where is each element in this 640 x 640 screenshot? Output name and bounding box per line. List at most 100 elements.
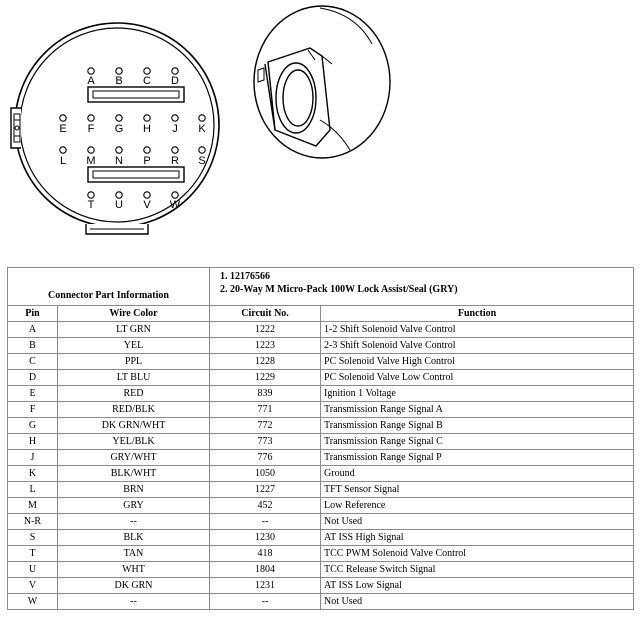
part-info-row: Connector Part Information 1. 12176566 2… xyxy=(6,267,635,306)
cell-circuit-no: 452 xyxy=(209,497,322,514)
cell-function: TFT Sensor Signal xyxy=(320,481,635,498)
cell-pin: S xyxy=(7,529,58,546)
table-row: W----Not Used xyxy=(7,593,635,610)
pin-label: K xyxy=(198,123,206,135)
cell-wire-color: LT GRN xyxy=(56,321,211,338)
cell-pin: L xyxy=(7,481,58,498)
cell-function: Transmission Range Signal C xyxy=(320,433,635,450)
pin-label: F xyxy=(88,123,95,135)
header-circuit-no: Circuit No. xyxy=(209,305,322,322)
cell-circuit-no: 771 xyxy=(209,401,322,418)
cell-pin: W xyxy=(7,593,58,610)
cell-circuit-no: 1804 xyxy=(209,561,322,578)
pin-label: W xyxy=(170,199,181,211)
cell-circuit-no: 418 xyxy=(209,545,322,562)
header-pin: Pin xyxy=(7,305,58,322)
cell-wire-color: PPL xyxy=(56,353,211,370)
cell-function: TCC PWM Solenoid Valve Control xyxy=(320,545,635,562)
cell-circuit-no: 1231 xyxy=(209,577,322,594)
cell-wire-color: YEL/BLK xyxy=(56,433,211,450)
connector-diagram: A B C D E F G H J K L M N P R S T U V W xyxy=(10,5,391,235)
cell-wire-color: GRY/WHT xyxy=(56,449,211,466)
cell-function: Ignition 1 Voltage xyxy=(320,385,635,402)
cell-pin: J xyxy=(7,449,58,466)
cell-wire-color: BLK/WHT xyxy=(56,465,211,482)
cell-pin: C xyxy=(7,353,58,370)
cell-function: PC Solenoid Valve Low Control xyxy=(320,369,635,386)
pin-labels: A B C D E F G H J K L M N P R S T U V W xyxy=(59,75,206,211)
cell-pin: M xyxy=(7,497,58,514)
pin-label: C xyxy=(143,75,151,87)
cell-wire-color: DK GRN/WHT xyxy=(56,417,211,434)
cell-circuit-no: 1223 xyxy=(209,337,322,354)
cell-function: AT ISS Low Signal xyxy=(320,577,635,594)
pin-label: D xyxy=(171,75,179,87)
cell-circuit-no: 1222 xyxy=(209,321,322,338)
cell-function: Not Used xyxy=(320,593,635,610)
cell-pin: V xyxy=(7,577,58,594)
cell-wire-color: TAN xyxy=(56,545,211,562)
cell-wire-color: BLK xyxy=(56,529,211,546)
cell-pin: K xyxy=(7,465,58,482)
cell-pin: F xyxy=(7,401,58,418)
part-info-values: 1. 12176566 2. 20-Way M Micro-Pack 100W … xyxy=(209,267,635,306)
cell-wire-color: YEL xyxy=(56,337,211,354)
pin-label: P xyxy=(143,155,150,167)
cell-function: Transmission Range Signal A xyxy=(320,401,635,418)
part-number: 1. 12176566 xyxy=(220,271,271,282)
cell-function: Transmission Range Signal P xyxy=(320,449,635,466)
cell-pin: U xyxy=(7,561,58,578)
cell-pin: N-R xyxy=(7,513,58,530)
pin-label: A xyxy=(87,75,95,87)
part-description: 2. 20-Way M Micro-Pack 100W Lock Assist/… xyxy=(220,284,458,295)
cell-circuit-no: 772 xyxy=(209,417,322,434)
pin-label: G xyxy=(115,123,124,135)
cell-wire-color: BRN xyxy=(56,481,211,498)
pin-label: B xyxy=(115,75,122,87)
cell-wire-color: RED xyxy=(56,385,211,402)
pin-label: T xyxy=(88,199,95,211)
cell-circuit-no: 1227 xyxy=(209,481,322,498)
cell-circuit-no: -- xyxy=(209,593,322,610)
part-info-label: Connector Part Information xyxy=(6,267,211,306)
cell-function: Not Used xyxy=(320,513,635,530)
pin-cavities xyxy=(59,67,206,199)
header-function: Function xyxy=(320,305,635,322)
cell-function: AT ISS High Signal xyxy=(320,529,635,546)
pin-label: H xyxy=(143,123,151,135)
table-row: N-R----Not Used xyxy=(7,513,635,530)
cell-circuit-no: 773 xyxy=(209,433,322,450)
cell-circuit-no: 1229 xyxy=(209,369,322,386)
cell-function: Transmission Range Signal B xyxy=(320,417,635,434)
pin-label: S xyxy=(198,155,205,167)
pin-label: E xyxy=(59,123,66,135)
cell-wire-color: DK GRN xyxy=(56,577,211,594)
pin-label: V xyxy=(143,199,151,211)
pin-label: M xyxy=(86,155,95,167)
cell-wire-color: LT BLU xyxy=(56,369,211,386)
cell-pin: H xyxy=(7,433,58,450)
pin-label: J xyxy=(172,123,178,135)
cell-wire-color: -- xyxy=(56,593,211,610)
connector-table: Connector Part Information 1. 12176566 2… xyxy=(6,267,635,610)
cell-circuit-no: 1050 xyxy=(209,465,322,482)
cell-function: 2-3 Shift Solenoid Valve Control xyxy=(320,337,635,354)
pin-label: U xyxy=(115,199,123,211)
cell-circuit-no: 776 xyxy=(209,449,322,466)
cell-pin: D xyxy=(7,369,58,386)
